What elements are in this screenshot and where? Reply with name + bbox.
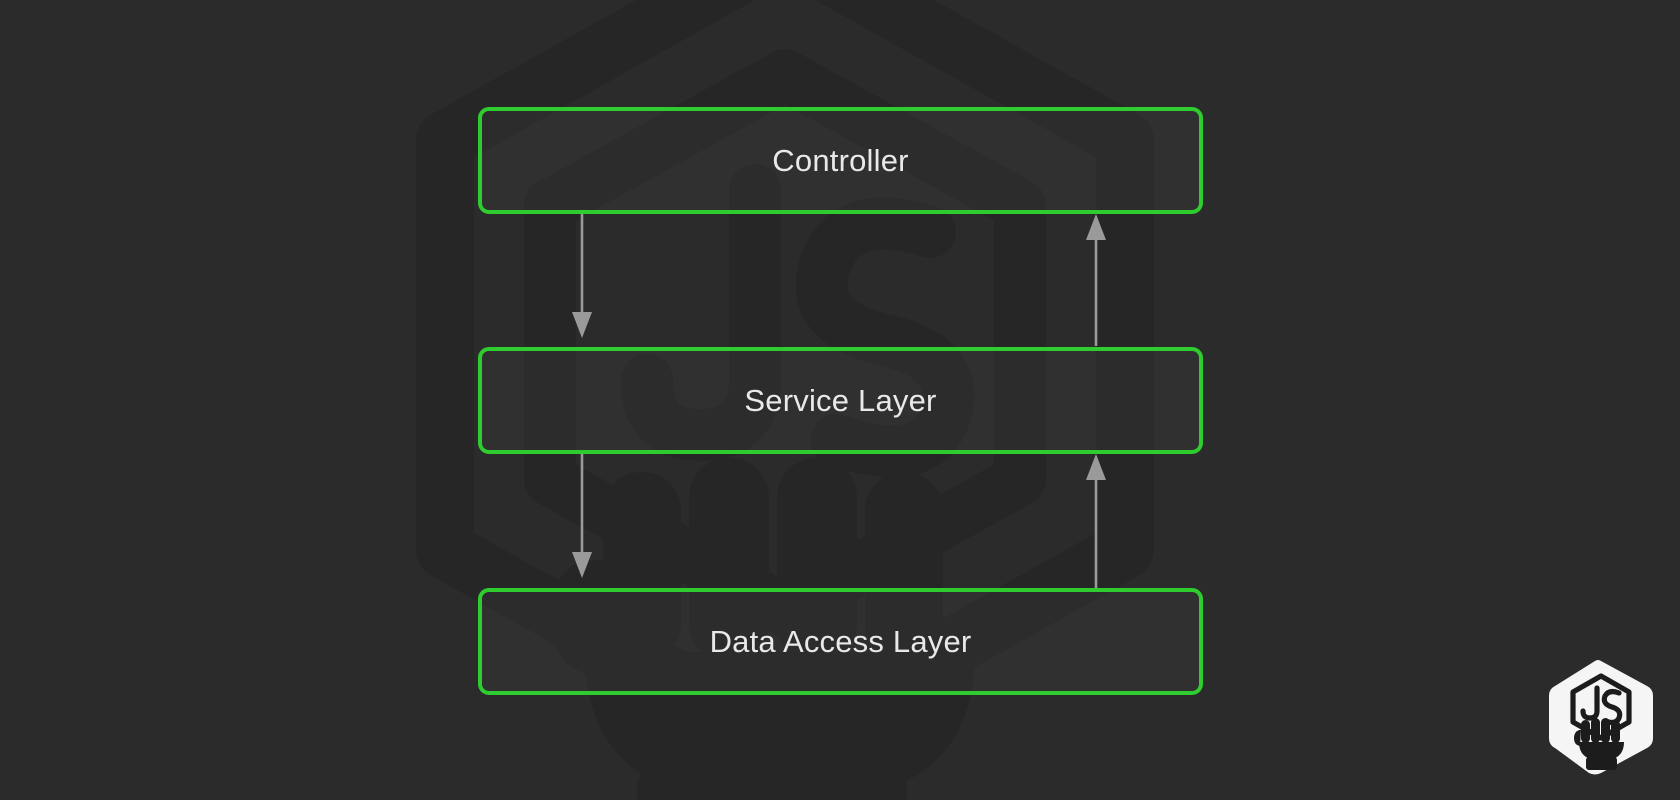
edge-service-to-controller — [1086, 214, 1106, 346]
node-data-access-layer-label: Data Access Layer — [709, 624, 972, 659]
node-service-layer[interactable]: Service Layer — [478, 347, 1203, 454]
node-controller[interactable]: Controller — [478, 107, 1203, 214]
node-service-layer-label: Service Layer — [744, 383, 937, 418]
edge-service-to-data-access — [572, 454, 592, 578]
edge-data-access-to-service — [1086, 454, 1106, 588]
edge-controller-to-service — [572, 214, 592, 338]
node-controller-label: Controller — [772, 143, 909, 178]
node-data-access-layer[interactable]: Data Access Layer — [478, 588, 1203, 695]
js-fist-logo — [1543, 658, 1659, 776]
